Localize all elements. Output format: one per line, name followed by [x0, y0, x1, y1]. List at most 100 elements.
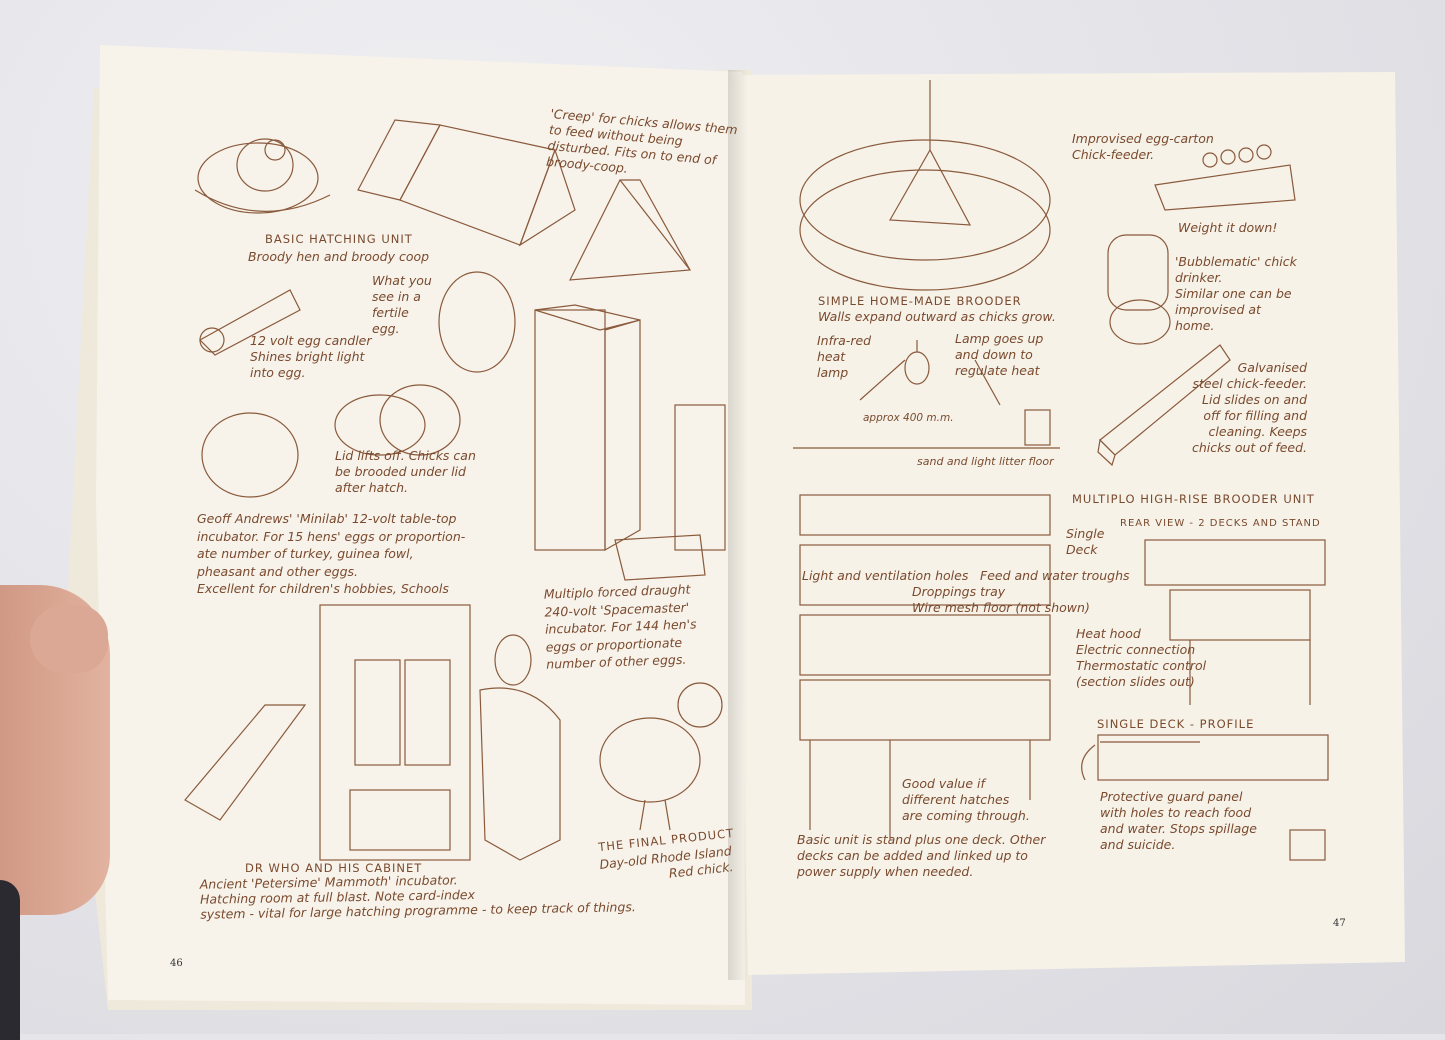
caption-line: egg. [372, 321, 400, 336]
caption-line: chicks out of feed. [1192, 440, 1308, 455]
caption-line: approx 400 m.m. [863, 412, 954, 424]
caption-line: improvised at [1175, 302, 1261, 317]
caption-line: Lid lifts off. Chicks can [335, 448, 476, 463]
caption-line: SIMPLE HOME-MADE BROODER [818, 294, 1022, 308]
caption-line: home. [1175, 318, 1215, 333]
caption-line: Broody hen and broody coop [248, 249, 430, 264]
caption-line: and water. Stops spillage [1100, 821, 1257, 836]
minilab-caption: Geoff Andrews' 'Minilab' 12-volt table-t… [197, 510, 465, 598]
approx-distance-label: approx 400 m.m. [863, 410, 954, 426]
basic-unit-caption: Basic unit is stand plus one deck. Other… [797, 832, 1045, 880]
caption-line: and suicide. [1100, 837, 1176, 852]
caption-line: Deck [1066, 542, 1098, 557]
rear-view-title: REAR VIEW - 2 DECKS AND STAND [1120, 516, 1321, 532]
caption-line: Walls expand outward as chicks grow. [818, 309, 1056, 324]
basic-hatching-unit-caption: Broody hen and broody coop [248, 249, 429, 265]
caption-line: off for filling and [1203, 408, 1308, 423]
book-gutter [728, 70, 756, 980]
caption-line: Feed and water troughs [980, 568, 1130, 583]
caption-line: Chick-feeder. [1072, 147, 1155, 162]
caption-line: BASIC HATCHING UNIT [265, 232, 413, 246]
caption-line: MULTIPLO HIGH-RISE BROODER UNIT [1072, 492, 1315, 506]
caption-line: Geoff Andrews' 'Minilab' 12-volt table-t… [197, 511, 457, 526]
weight-it-down-caption: Weight it down! [1178, 220, 1277, 236]
caption-line: Lid slides on and [1202, 392, 1308, 407]
caption-line: after hatch. [335, 480, 409, 495]
caption-line: different hatches [902, 792, 1010, 807]
caption-line: Wire mesh floor (not shown) [912, 600, 1090, 615]
caption-line: What you [372, 273, 432, 288]
caption-line: REAR VIEW - 2 DECKS AND STAND [1120, 518, 1321, 529]
troughs-label: Feed and water troughs [980, 568, 1130, 584]
caption-line: Weight it down! [1178, 220, 1278, 235]
caption-line: and down to [955, 347, 1033, 362]
reader-sleeve [0, 880, 20, 1040]
caption-line: into egg. [250, 365, 306, 380]
caption-line: fertile [372, 305, 409, 320]
dr-who-title: DR WHO AND HIS CABINET [245, 860, 422, 876]
caption-line: Single [1066, 526, 1105, 541]
caption-line: Lamp goes up [955, 331, 1044, 346]
caption-line: Infra-red [817, 333, 872, 348]
caption-line: SINGLE DECK - PROFILE [1097, 717, 1255, 731]
caption-line: Excellent for children's hobbies, School… [197, 581, 449, 596]
caption-line: Improvised egg-carton [1072, 131, 1214, 146]
litter-floor-label: sand and light litter floor [917, 454, 1054, 470]
caption-line: Protective guard panel [1100, 789, 1243, 804]
caption-line: are coming through. [902, 808, 1030, 823]
caption-line: cleaning. Keeps [1208, 424, 1308, 439]
dr-who-caption: Ancient 'Petersime' Mammoth' incubator.H… [200, 869, 636, 921]
caption-line: 12 volt egg candler [250, 333, 372, 348]
caption-line: Electric connection [1076, 642, 1196, 657]
caption-line: sand and light litter floor [917, 455, 1054, 468]
single-deck-profile-title: SINGLE DECK - PROFILE [1097, 716, 1254, 732]
caption-line: Droppings tray [912, 584, 1006, 599]
caption-line: pheasant and other eggs. [197, 563, 358, 579]
caption-line: heat [817, 349, 846, 364]
caption-line: regulate heat [955, 363, 1040, 378]
caption-line: Heat hood [1076, 626, 1141, 641]
high-rise-brooder-title: MULTIPLO HIGH-RISE BROODER UNIT [1072, 491, 1315, 507]
caption-line: power supply when needed. [797, 864, 974, 879]
caption-line: drinker. [1175, 270, 1223, 285]
caption-line: ate number of turkey, guinea fowl, [197, 546, 414, 561]
caption-line: see in a [372, 289, 421, 304]
basic-hatching-unit-title: BASIC HATCHING UNIT [265, 231, 413, 247]
reader-thumb [30, 605, 108, 673]
caption-line: DR WHO AND HIS CABINET [245, 861, 423, 875]
caption-line: (section slides out) [1076, 674, 1195, 689]
caption-line: incubator. For 15 hens' eggs or proporti… [197, 528, 466, 544]
caption-line: steel chick-feeder. [1192, 376, 1308, 391]
caption-line: Good value if [902, 776, 985, 791]
caption-line: Similar one can be [1175, 286, 1292, 301]
caption-line: Galvanised [1237, 360, 1308, 375]
caption-line: Shines bright light [250, 349, 365, 364]
caption-line: Basic unit is stand plus one deck. Other [797, 832, 1046, 847]
ventilation-holes-label: Light and ventilation holes [802, 568, 968, 584]
caption-line: with holes to reach food [1100, 805, 1252, 820]
page-number-right: 47 [1333, 918, 1346, 929]
caption-line: Thermostatic control [1076, 658, 1207, 673]
home-made-brooder-title: SIMPLE HOME-MADE BROODER [818, 293, 1022, 309]
caption-line: be brooded under lid [335, 464, 466, 479]
home-made-brooder-caption: Walls expand outward as chicks grow. [818, 309, 1056, 325]
caption-line: 'Bubblematic' chick [1175, 254, 1297, 269]
caption-line: decks can be added and linked up to [797, 848, 1028, 863]
caption-line: lamp [817, 365, 849, 380]
caption-line: Light and ventilation holes [802, 568, 969, 583]
page-number-left: 46 [170, 958, 183, 969]
